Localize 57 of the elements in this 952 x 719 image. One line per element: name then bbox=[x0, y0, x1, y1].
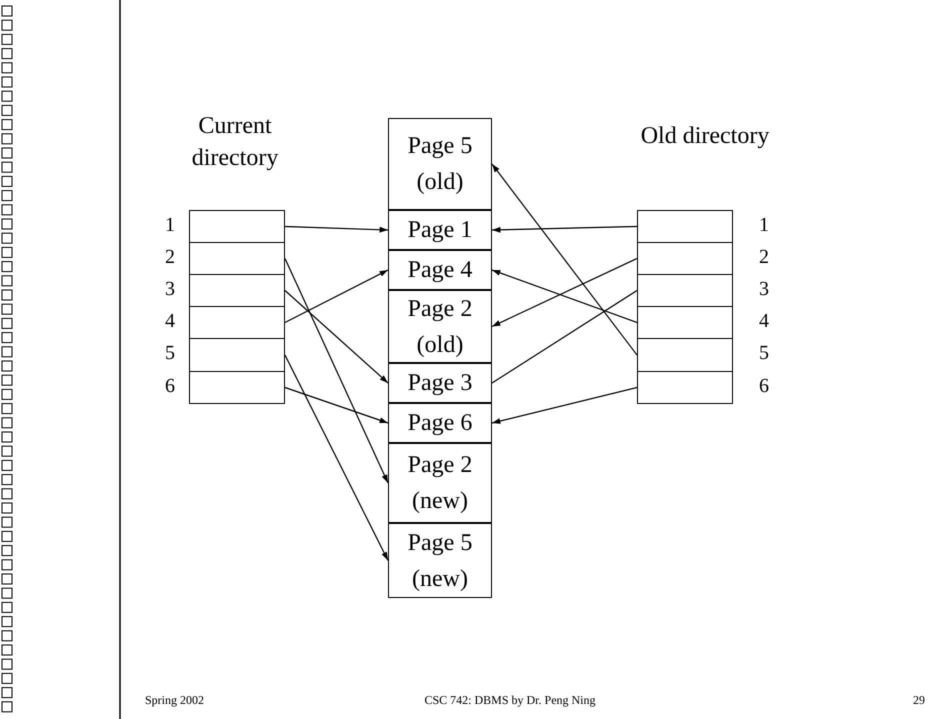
arrow bbox=[284, 354, 389, 561]
entry-number: 6 bbox=[759, 374, 769, 398]
directory-entry bbox=[189, 371, 285, 404]
footer-text: CSC 742: DBMS by Dr. Peng Ning bbox=[424, 692, 596, 708]
page-box bbox=[388, 443, 492, 523]
arrow bbox=[284, 386, 388, 424]
page-box bbox=[388, 523, 492, 598]
directory-heading: Current directory bbox=[190, 112, 280, 173]
arrow bbox=[492, 258, 638, 328]
page-label: Page 1 bbox=[408, 216, 472, 245]
page-box bbox=[388, 210, 492, 250]
directory-entry bbox=[637, 210, 733, 243]
entry-number: 5 bbox=[165, 341, 175, 365]
directory-entry bbox=[189, 306, 285, 339]
entry-number: 2 bbox=[165, 244, 175, 268]
arrow bbox=[284, 226, 388, 233]
arrow bbox=[492, 226, 638, 233]
directory-entry bbox=[189, 274, 285, 307]
directory-entry bbox=[637, 242, 733, 275]
directory-entry bbox=[637, 306, 733, 339]
page-box bbox=[388, 363, 492, 403]
arrow bbox=[492, 269, 638, 324]
directory-entry bbox=[189, 210, 285, 243]
page-label: Page 2 (new) bbox=[406, 451, 474, 516]
entry-number: 4 bbox=[759, 308, 769, 332]
entry-number: 1 bbox=[165, 212, 175, 236]
footer-text: 29 bbox=[913, 692, 925, 708]
page-label: Page 4 bbox=[408, 256, 472, 285]
arrow bbox=[284, 269, 388, 324]
entry-number: 3 bbox=[165, 276, 175, 300]
page-label: Page 5 (new) bbox=[406, 528, 474, 594]
directory-entry bbox=[637, 274, 733, 307]
entry-number: 3 bbox=[759, 276, 769, 300]
page-box bbox=[388, 118, 492, 210]
entry-number: 5 bbox=[759, 341, 769, 365]
directory-entry bbox=[637, 338, 733, 372]
directory-entry bbox=[189, 338, 285, 372]
directory-entry bbox=[189, 242, 285, 275]
arrow bbox=[284, 290, 388, 384]
page-box bbox=[388, 290, 492, 363]
page-label: Page 2 (old) bbox=[406, 294, 474, 360]
page-label: Page 5 (old) bbox=[406, 132, 474, 197]
entry-number: 4 bbox=[165, 308, 175, 332]
arrow bbox=[284, 258, 389, 484]
entry-number: 6 bbox=[165, 374, 175, 398]
connector-line bbox=[492, 290, 638, 384]
directory-heading: Old directory bbox=[640, 122, 770, 151]
arrow bbox=[492, 386, 638, 424]
arrow bbox=[492, 164, 638, 356]
page-label: Page 6 bbox=[408, 409, 472, 438]
page-label: Page 3 bbox=[408, 369, 472, 398]
directory-entry bbox=[637, 371, 733, 404]
entry-number: 1 bbox=[759, 212, 769, 236]
page-box bbox=[388, 403, 492, 443]
page-box bbox=[388, 250, 492, 290]
entry-number: 2 bbox=[759, 244, 769, 268]
footer-text: Spring 2002 bbox=[145, 692, 204, 708]
